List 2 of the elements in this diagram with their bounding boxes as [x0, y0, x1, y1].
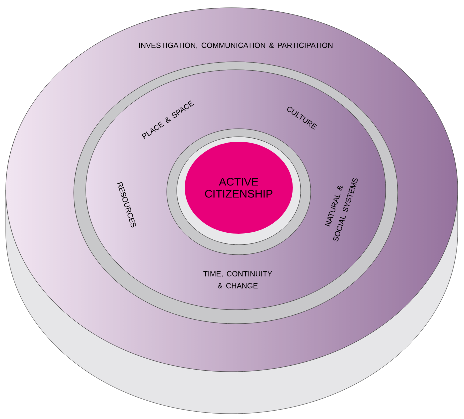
- center-label: ACTIVE CITIZENSHIP: [205, 178, 273, 198]
- center-disc: [166, 128, 312, 256]
